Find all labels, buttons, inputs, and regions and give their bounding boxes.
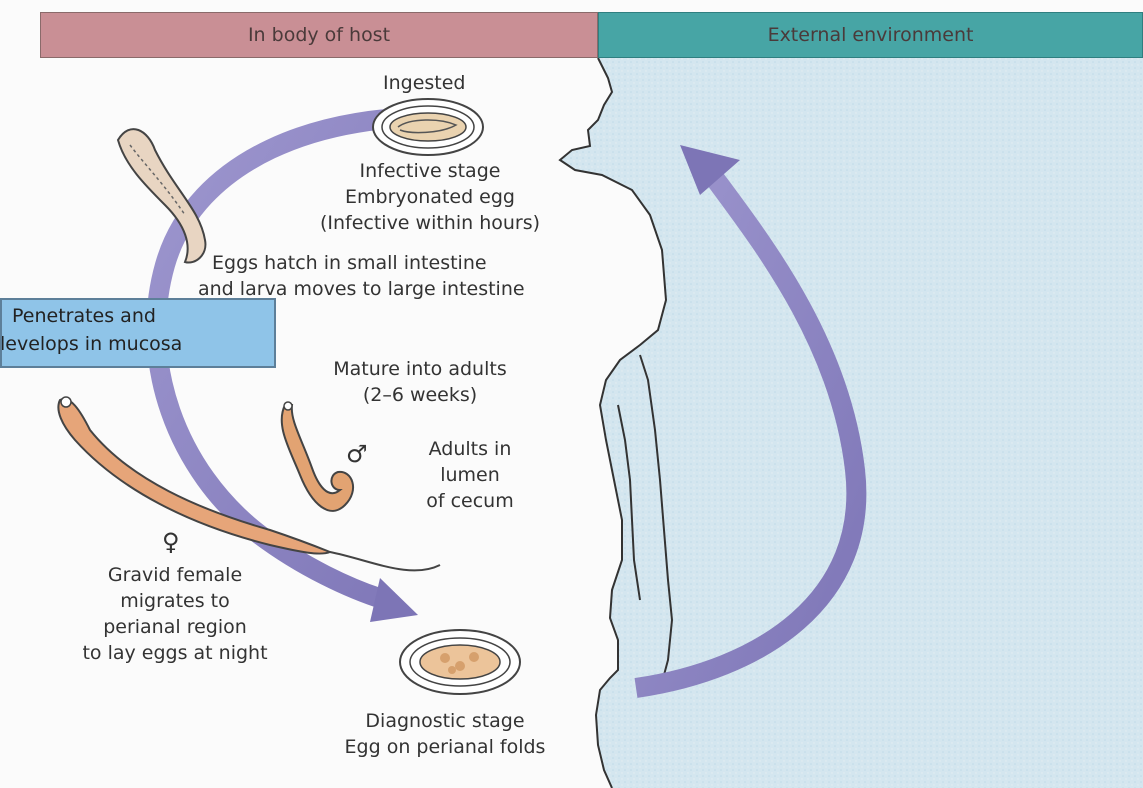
environment-header-label: External environment <box>768 24 974 46</box>
penetrates-mucosa-box: Penetrates and levelops in mucosa <box>0 298 276 368</box>
gravid-line-2: migrates to <box>50 588 300 614</box>
diagnostic-line-2: Egg on perianal folds <box>320 734 570 760</box>
infective-stage-line-1: Infective stage <box>300 158 560 184</box>
female-symbol: ♀ <box>162 528 180 556</box>
ingested-label: Ingested <box>383 70 466 96</box>
male-symbol: ♂ <box>346 440 368 468</box>
male-worm-icon <box>282 402 353 511</box>
environment-header: External environment <box>598 12 1143 58</box>
mature-line-2: (2–6 weeks) <box>290 382 550 408</box>
penetrates-line-2: levelops in mucosa <box>0 330 268 358</box>
gravid-line-1: Gravid female <box>50 562 300 588</box>
embryonated-egg-icon <box>373 99 483 155</box>
adults-lumen-label: Adults in lumen of cecum <box>400 436 540 514</box>
mature-line-1: Mature into adults <box>290 356 550 382</box>
gravid-line-3: perianal region <box>50 614 300 640</box>
diagnostic-stage-label: Diagnostic stage Egg on perianal folds <box>320 708 570 760</box>
infective-stage-line-3: (Infective within hours) <box>300 210 560 236</box>
host-header-label: In body of host <box>248 24 390 46</box>
host-cycle-arrow-head <box>370 578 418 622</box>
diagnostic-egg-icon <box>400 630 520 694</box>
adults-line-2: lumen <box>400 462 540 488</box>
gravid-female-label: Gravid female migrates to perianal regio… <box>50 562 300 666</box>
infective-stage-label: Infective stage Embryonated egg (Infecti… <box>300 158 560 236</box>
female-worm-icon <box>58 397 440 570</box>
hatch-line-1: Eggs hatch in small intestine <box>198 250 525 276</box>
host-header: In body of host <box>40 12 598 58</box>
gravid-line-4: to lay eggs at night <box>50 640 300 666</box>
penetrates-line-1: Penetrates and <box>12 302 268 330</box>
hatch-label: Eggs hatch in small intestine and larva … <box>198 250 525 302</box>
diagnostic-line-1: Diagnostic stage <box>320 708 570 734</box>
mature-label: Mature into adults (2–6 weeks) <box>290 356 550 408</box>
adults-line-1: Adults in <box>400 436 540 462</box>
adults-line-3: of cecum <box>400 488 540 514</box>
infective-stage-line-2: Embryonated egg <box>300 184 560 210</box>
